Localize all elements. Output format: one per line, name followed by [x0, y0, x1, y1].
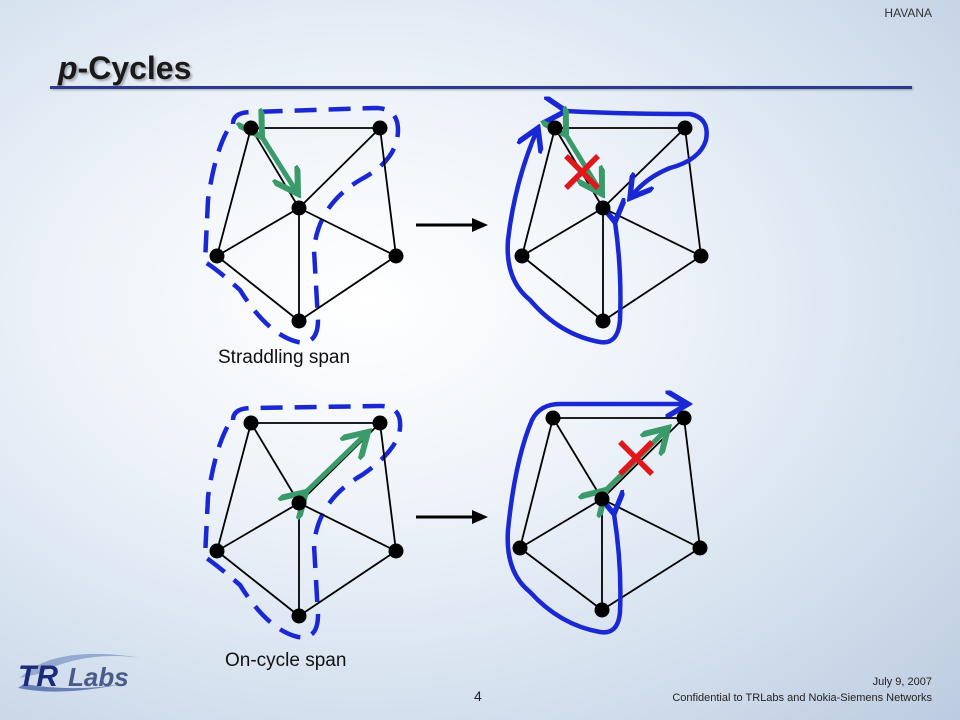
network-straddling-before — [202, 105, 404, 345]
nodes — [512, 410, 708, 618]
network-oncycle-before — [202, 403, 404, 640]
caption-on-cycle-span: On-cycle span — [225, 650, 347, 671]
footer-date: July 9, 2007 — [872, 676, 932, 688]
title-suffix: -Cycles — [77, 50, 192, 86]
network-oncycle-after — [505, 404, 708, 635]
page-title: p-Cycles — [58, 50, 191, 87]
caption-straddling-span: Straddling span — [218, 347, 351, 368]
straddling-span-arrow — [262, 137, 298, 194]
p-cycle-dashed — [202, 105, 401, 345]
failure-x-icon — [618, 440, 654, 476]
transition-arrow-bottom — [416, 510, 488, 524]
restoration-path-left — [505, 128, 621, 345]
footer-confidential: Confidential to TRLabs and Nokia-Siemens… — [672, 692, 932, 704]
restoration-path — [505, 404, 688, 635]
header-tag: HAVANA — [884, 6, 932, 20]
nodes — [514, 120, 709, 329]
transition-arrow-top — [416, 218, 488, 232]
trlabs-logo: TR Labs — [18, 653, 142, 693]
restoration-path-right — [566, 111, 709, 198]
on-cycle-span-arrow — [306, 432, 368, 492]
failure-x-icon — [564, 154, 600, 190]
nodes — [209, 415, 404, 624]
page-number: 4 — [474, 688, 482, 704]
title-rule — [50, 86, 912, 89]
network-straddling-after — [505, 111, 709, 345]
svg-text:TR: TR — [18, 660, 58, 693]
title-prefix: p — [58, 50, 78, 86]
svg-text:Labs: Labs — [68, 662, 129, 692]
nodes — [209, 120, 404, 329]
p-cycle-dashed — [202, 403, 403, 640]
